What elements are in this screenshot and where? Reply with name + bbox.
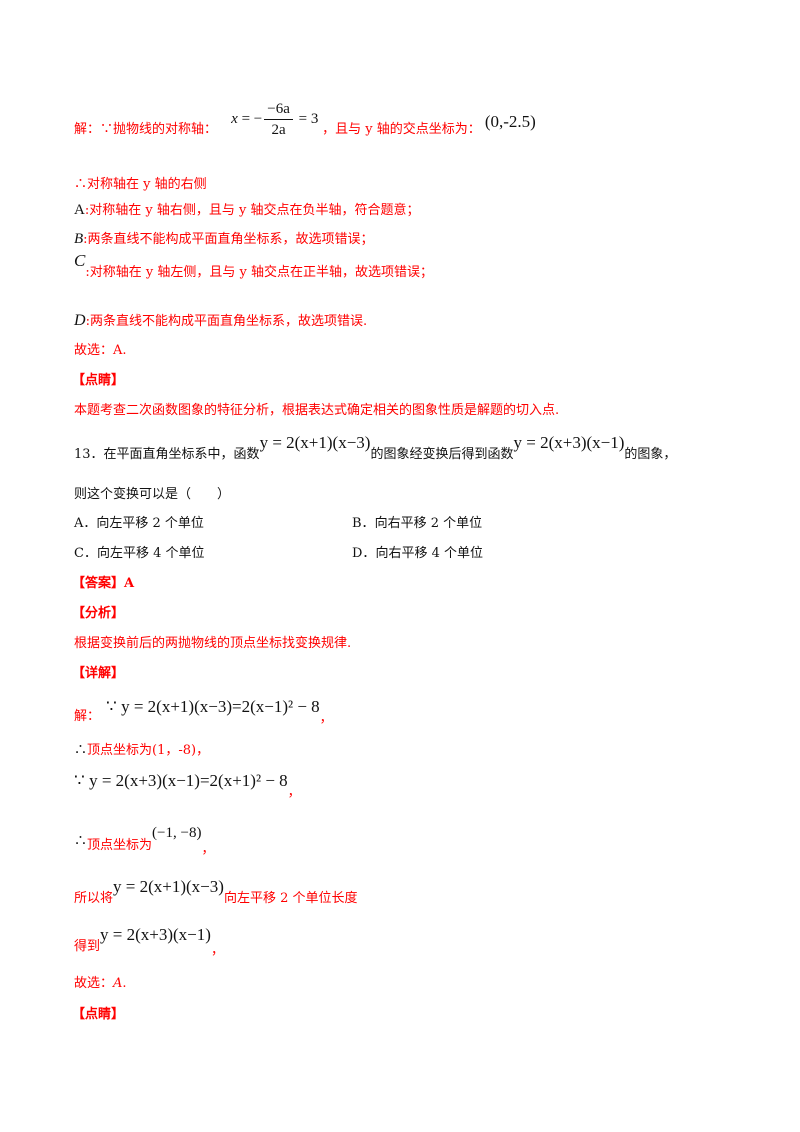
stem-part-1: 在平面直角坐标系中，函数 <box>103 447 260 462</box>
step-prefix: 解： <box>74 709 101 724</box>
option-text: 向右平移 4 个单位 <box>375 546 483 561</box>
step-text: 所以将 <box>74 891 114 906</box>
intercept-point: (0,-2.5) <box>484 112 536 131</box>
option-analysis-text: :对称轴在 y 轴右侧，且与 y 轴交点在负半轴，符合题意； <box>84 203 420 218</box>
step-3-formula: ∵ y = 2(x+3)(x−1)=2(x+1)² − 8 <box>74 771 288 790</box>
axis-denominator: 2a <box>271 122 286 139</box>
conclusion-value: A <box>113 976 123 991</box>
detail-step-4: ∴顶点坐标为(−1, −8)， <box>74 825 215 857</box>
step-text: 向左平移 2 个单位长度 <box>223 891 358 906</box>
option-analysis-label: D <box>74 312 86 329</box>
step-suffix: ， <box>210 943 224 958</box>
step-1-formula: ∵ y = 2(x+1)(x−3)=2(x−1)² − 8 <box>106 697 320 716</box>
function-2: y = 2(x+3)(x−1) <box>513 433 625 452</box>
option-analysis-text: :两条直线不能构成平面直角坐标系，故选项错误； <box>83 232 374 247</box>
step-text: 得到 <box>74 939 101 954</box>
stem-part-3: 的图象， <box>624 447 677 462</box>
therefore-symbol: ∴ <box>74 743 88 758</box>
option-analysis-label: A <box>74 202 85 218</box>
option-d[interactable]: D．向右平移 4 个单位 <box>352 545 483 563</box>
detail-header: 【详解】 <box>72 666 125 681</box>
comment-text: 本题考查二次函数图象的特征分析，根据表达式确定相关的图象性质是解题的切入点. <box>74 403 560 418</box>
axis-numerator: −6a <box>264 99 293 121</box>
stem-part-2: 的图象经变换后得到函数 <box>370 447 514 462</box>
step-text: 顶点坐标为(1，-8)， <box>87 743 210 758</box>
question-13-stem: 13．在平面直角坐标系中，函数y = 2(x+1)(x−3)的图象经变换后得到函… <box>74 433 677 468</box>
option-analysis-text: :对称轴在 y 轴左侧，且与 y 轴交点在正半轴，故选项错误； <box>85 265 433 280</box>
question-number: 13． <box>74 447 104 462</box>
conclusion-prefix: 故选： <box>74 976 114 991</box>
option-analysis-label: B <box>74 231 84 247</box>
option-analysis-label: C <box>74 251 86 270</box>
function-1: y = 2(x+1)(x−3) <box>259 433 371 452</box>
vertex-formula: (−1, −8) <box>152 825 202 841</box>
conclusion-suffix: . <box>122 976 127 991</box>
option-text: 向右平移 2 个单位 <box>374 516 483 531</box>
answer-section: 【答案】A <box>72 575 134 593</box>
axis-right-conclusion: ∴对称轴在 y 轴的右侧 <box>74 177 207 192</box>
option-b[interactable]: B．向右平移 2 个单位 <box>352 515 482 533</box>
option-analysis-b: B:两条直线不能构成平面直角坐标系，故选项错误； <box>74 230 374 249</box>
step-text: 顶点坐标为 <box>87 838 153 853</box>
option-c[interactable]: C．向左平移 4 个单位 <box>74 545 205 563</box>
option-analysis-d: D:两条直线不能构成平面直角坐标系，故选项错误. <box>74 312 367 331</box>
step-5-formula: y = 2(x+1)(x−3) <box>113 877 224 896</box>
step-6-formula: y = 2(x+3)(x−1) <box>100 925 211 944</box>
comment-header: 【点睛】 <box>72 373 125 388</box>
solution-conclusion: 故选：A. <box>74 343 127 358</box>
option-analysis-a: A:对称轴在 y 轴右侧，且与 y 轴交点在负半轴，符合题意； <box>74 201 419 220</box>
comment-header-13: 【点睛】 <box>72 1007 125 1022</box>
answer-header: 【答案】 <box>72 576 125 591</box>
therefore-symbol: ∴ <box>74 834 88 849</box>
detail-step-6: 得到y = 2(x+3)(x−1)， <box>74 925 224 958</box>
detail-step-3: ∵ y = 2(x+3)(x−1)=2(x+1)² − 8， <box>74 768 301 800</box>
answer-value: A <box>124 576 135 591</box>
detail-step-5: 所以将y = 2(x+1)(x−3)向左平移 2 个单位长度 <box>74 877 358 908</box>
question-13-stem-line-2: 则这个变换可以是（ ） <box>74 487 231 502</box>
intercept-label: ，且与 y 轴的交点坐标为： <box>322 122 481 137</box>
detail-step-1: 解： ∵ y = 2(x+1)(x−3)=2(x−1)² − 8， <box>74 694 333 726</box>
option-label: B． <box>352 516 375 531</box>
option-text: 向左平移 4 个单位 <box>96 546 205 561</box>
detail-step-2: ∴顶点坐标为(1，-8)， <box>74 742 209 760</box>
option-text: 向左平移 2 个单位 <box>96 516 204 531</box>
step-suffix: ， <box>287 785 301 800</box>
option-a[interactable]: A．向左平移 2 个单位 <box>74 515 204 533</box>
step-suffix: ， <box>319 711 333 726</box>
solution-prefix: 解：∵抛物线的对称轴： <box>74 122 218 137</box>
option-label: D． <box>352 546 376 561</box>
analysis-header: 【分析】 <box>72 606 125 621</box>
option-analysis-text: :两条直线不能构成平面直角坐标系，故选项错误. <box>85 314 368 329</box>
detail-conclusion: 故选：A. <box>74 975 127 993</box>
step-suffix: ， <box>201 842 215 857</box>
option-analysis-c: C:对称轴在 y 轴左侧，且与 y 轴交点在正半轴，故选项错误； <box>74 252 433 282</box>
option-label: A． <box>74 516 97 531</box>
analysis-text: 根据变换前后的两抛物线的顶点坐标找变换规律. <box>74 636 352 651</box>
option-label: C． <box>74 546 97 561</box>
